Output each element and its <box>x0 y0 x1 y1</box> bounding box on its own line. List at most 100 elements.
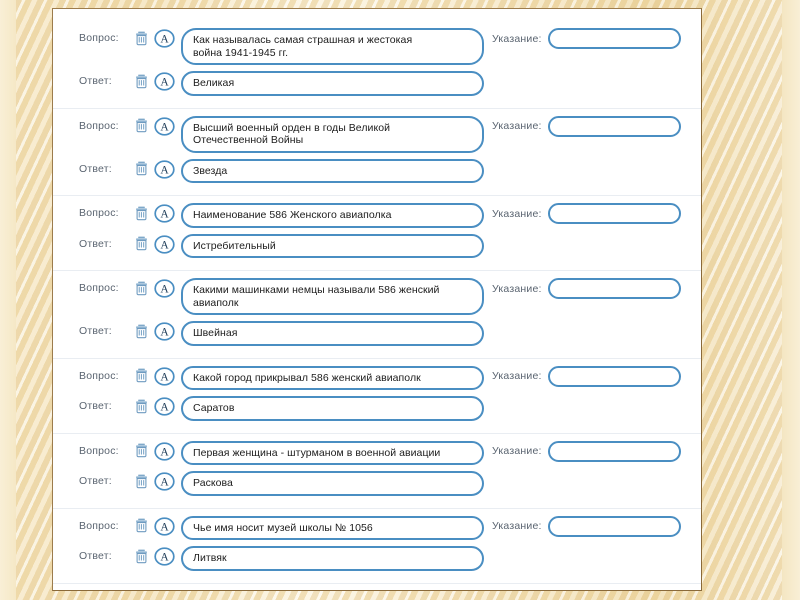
hint-label: Указание: <box>492 520 542 532</box>
answer-input[interactable]: Истребительный <box>181 233 484 258</box>
question-row: Вопрос: A Чье имя носит музей школы № 10… <box>53 513 701 544</box>
trash-icon[interactable] <box>131 203 151 223</box>
question-input[interactable]: Высший военный орден в годы Великой Отеч… <box>181 115 484 153</box>
background-left-gutter <box>0 0 16 600</box>
svg-text:A: A <box>160 446 169 458</box>
svg-text:A: A <box>160 121 169 133</box>
question-input[interactable]: Летчик, совершивший ночной таран над Мос… <box>181 591 484 592</box>
question-text: Первая женщина - штурманом в военной ави… <box>193 446 441 459</box>
question-input[interactable]: Первая женщина - штурманом в военной ави… <box>181 440 484 465</box>
circle-a-icon[interactable]: A <box>154 471 175 492</box>
circle-a-icon[interactable]: A <box>154 396 175 417</box>
hint-input[interactable] <box>548 591 681 592</box>
trash-icon[interactable] <box>131 441 151 461</box>
circle-a-icon[interactable]: A <box>154 159 175 180</box>
trash-icon[interactable] <box>131 471 151 491</box>
qa-block-list: Вопрос: A Как называлась самая страшная … <box>53 9 701 592</box>
answer-input[interactable]: Саратов <box>181 396 484 421</box>
answer-label: Ответ: <box>79 475 112 487</box>
hint-label: Указание: <box>492 282 542 295</box>
hint-group: Указание: <box>492 365 701 387</box>
question-label: Вопрос: <box>79 444 119 457</box>
question-input[interactable]: Наименование 586 Женского авиаполка <box>181 203 484 228</box>
trash-icon[interactable] <box>131 159 151 179</box>
answer-input[interactable]: Литвяк <box>181 546 484 571</box>
circle-a-icon[interactable]: A <box>154 71 175 92</box>
svg-text:A: A <box>160 164 169 176</box>
hint-input[interactable] <box>547 115 681 137</box>
svg-text:A: A <box>160 371 169 383</box>
circle-a-icon[interactable]: A <box>154 366 175 387</box>
answer-row: Ответ: A Литвяк <box>53 543 701 574</box>
svg-text:A: A <box>160 326 169 338</box>
qa-block: Вопрос: A Как называлась самая страшная … <box>53 21 701 109</box>
hint-input[interactable] <box>547 278 681 299</box>
answer-input[interactable]: Швейная <box>181 321 484 346</box>
answer-text: Литвяк <box>193 552 227 564</box>
trash-icon[interactable] <box>131 278 151 298</box>
question-label: Вопрос: <box>79 207 119 219</box>
question-row: Вопрос: A Наименование 586 Женского авиа… <box>53 200 701 231</box>
trash-icon[interactable] <box>131 516 151 536</box>
question-input[interactable]: Какой город прикрывал 586 женский авиапо… <box>181 365 484 390</box>
hint-input[interactable] <box>547 440 681 462</box>
hint-group: Указание: <box>492 591 701 592</box>
question-label: Вопрос: <box>79 282 119 294</box>
svg-text:A: A <box>160 476 169 488</box>
question-text: Высший военный орден в годы Великой <box>193 121 391 134</box>
question-row: Вопрос: A Летчик, совершивший ночной тар… <box>53 588 701 592</box>
svg-text:A: A <box>160 208 169 220</box>
circle-a-icon[interactable]: A <box>154 116 175 137</box>
question-text: Наименование 586 Женского авиаполка <box>193 209 392 221</box>
circle-a-icon[interactable]: A <box>154 28 175 49</box>
circle-a-icon[interactable]: A <box>154 321 175 342</box>
answer-label: Ответ: <box>79 550 112 562</box>
hint-input[interactable] <box>547 365 681 387</box>
trash-icon[interactable] <box>131 546 151 566</box>
hint-label: Указание: <box>492 370 542 382</box>
hint-input[interactable] <box>547 28 681 49</box>
hint-label: Указание: <box>492 445 542 457</box>
hint-group: Указание: <box>492 515 701 537</box>
answer-input[interactable]: Великая <box>181 71 484 96</box>
trash-icon[interactable] <box>131 234 151 254</box>
answer-input[interactable]: Звезда <box>181 158 484 183</box>
answer-label: Ответ: <box>79 162 112 175</box>
quiz-editor-panel: Вопрос: A Как называлась самая страшная … <box>52 8 702 591</box>
answer-row: Ответ: A Раскова <box>53 468 701 499</box>
circle-a-icon[interactable]: A <box>154 441 175 462</box>
question-input[interactable]: Как называлась самая страшная и жестокая… <box>181 28 484 65</box>
trash-icon[interactable] <box>131 396 151 416</box>
circle-a-icon[interactable]: A <box>154 546 175 567</box>
hint-input[interactable] <box>547 203 681 224</box>
circle-a-icon[interactable]: A <box>154 516 175 537</box>
qa-block: Вопрос: A Летчик, совершивший ночной тар… <box>53 584 701 592</box>
answer-row: Ответ: A Звезда <box>53 156 701 187</box>
qa-block: Вопрос: A Наименование 586 Женского авиа… <box>53 196 701 271</box>
trash-icon[interactable] <box>131 321 151 341</box>
svg-text:A: A <box>160 283 169 295</box>
answer-label: Ответ: <box>79 400 112 412</box>
question-input[interactable]: Какими машинками немцы называли 586 женс… <box>181 278 484 315</box>
question-row: Вопрос: A Первая женщина - штурманом в в… <box>53 438 701 469</box>
svg-text:A: A <box>160 401 169 413</box>
trash-icon[interactable] <box>131 116 151 136</box>
trash-icon[interactable] <box>131 591 151 592</box>
answer-input[interactable]: Раскова <box>181 471 484 496</box>
circle-a-icon[interactable]: A <box>154 234 175 255</box>
answer-text: Великая <box>193 77 235 89</box>
qa-block: Вопрос: A Какими машинками немцы называл… <box>53 271 701 359</box>
question-label: Вопрос: <box>79 119 119 132</box>
circle-a-icon[interactable]: A <box>154 203 175 224</box>
trash-icon[interactable] <box>131 71 151 91</box>
hint-group: Указание: <box>492 440 701 462</box>
question-text: Какой город прикрывал 586 женский авиапо… <box>193 371 421 384</box>
trash-icon[interactable] <box>131 28 151 48</box>
answer-row: Ответ: A Швейная <box>53 318 701 349</box>
trash-icon[interactable] <box>131 366 151 386</box>
circle-a-icon[interactable]: A <box>154 591 175 592</box>
answer-label: Ответ: <box>79 75 112 87</box>
circle-a-icon[interactable]: A <box>154 278 175 299</box>
hint-input[interactable] <box>547 515 681 537</box>
question-input[interactable]: Чье имя носит музей школы № 1056 <box>181 515 484 540</box>
